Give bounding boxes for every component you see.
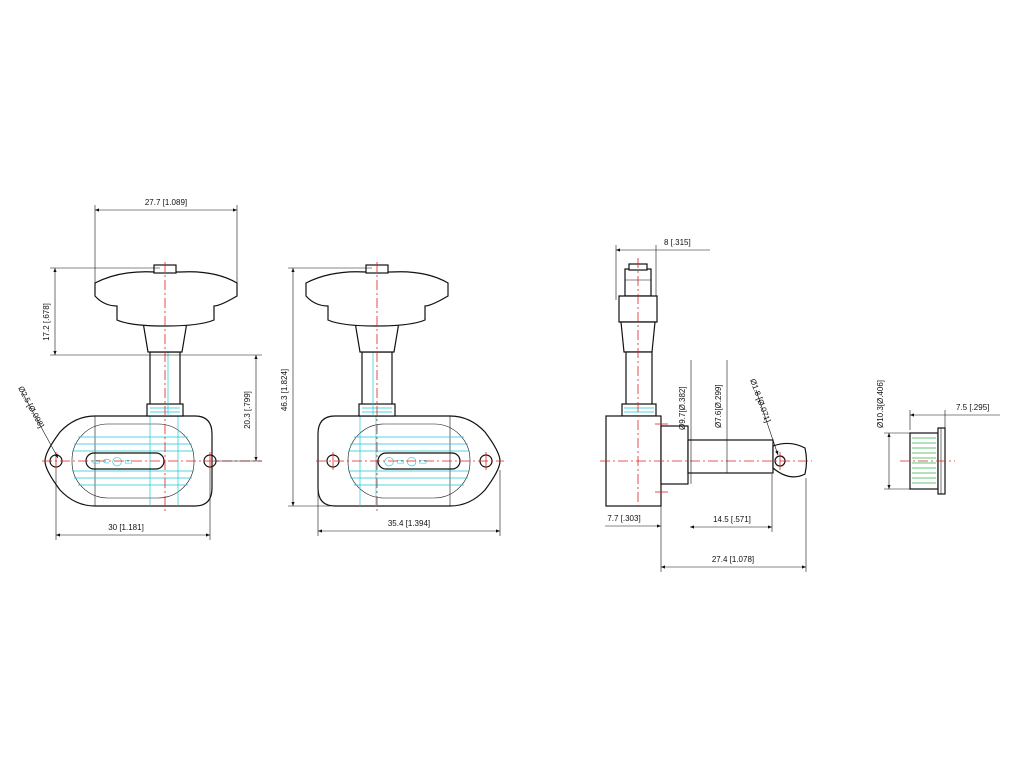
front-logo-mark: ▭⊂◯▭: [92, 456, 135, 467]
front-dimensions: 27.7 [1.089] 17.2 [.678] 20.3 [.799] Ø2.…: [16, 198, 262, 540]
side-shaft: [687, 439, 774, 474]
front-view: ▭⊂◯▭: [42, 262, 262, 512]
rear-dimensions: 46.3 [1.824] 35.4 [1.394]: [280, 267, 501, 536]
dim-shaft-dia-large: Ø9.7[Ø.382]: [678, 386, 687, 430]
dim-hole-dia: Ø2.5 [Ø.098]: [16, 385, 45, 430]
dim-button-width: 27.7 [1.089]: [145, 198, 187, 207]
rear-view: ◯▭◯▭: [305, 262, 504, 512]
front-button: [94, 271, 238, 327]
side-shaft-end: [772, 442, 808, 478]
bushing-knurl-lines: [912, 437, 936, 484]
dim-overall-length: 27.4 [1.078]: [712, 555, 754, 564]
dim-bushing-length: 7.5 [.295]: [956, 403, 989, 412]
dim-overall-height: 46.3 [1.824]: [280, 369, 289, 411]
dim-shaft-dia-small: Ø7.6[Ø.299]: [714, 384, 723, 428]
dim-button-height: 17.2 [.678]: [42, 303, 51, 341]
dim-button-thickness: 8 [.315]: [664, 238, 691, 247]
dim-plate-length: 35.4 [1.394]: [388, 519, 430, 528]
rear-logo-mark: ◯▭◯▭: [384, 456, 429, 467]
dim-shaft-length: 14.5 [.571]: [713, 515, 751, 524]
side-shaft-collar: [660, 425, 689, 485]
dim-post-height: 20.3 [.799]: [243, 391, 252, 429]
bushing-view: [900, 427, 955, 495]
bushing-dimensions: Ø10.3[Ø.406] 7.5 [.295]: [876, 380, 1000, 490]
dim-bushing-outer-dia: Ø10.3[Ø.406]: [876, 380, 885, 428]
dim-hole-spacing: 30 [1.181]: [108, 523, 144, 532]
dim-body-depth: 7.7 [.303]: [607, 514, 640, 523]
side-post: [625, 351, 653, 409]
dim-string-hole-dia: Ø1.8 [Ø.071]: [748, 378, 772, 424]
side-view: [600, 258, 812, 510]
front-mounting-plate: [44, 415, 213, 507]
